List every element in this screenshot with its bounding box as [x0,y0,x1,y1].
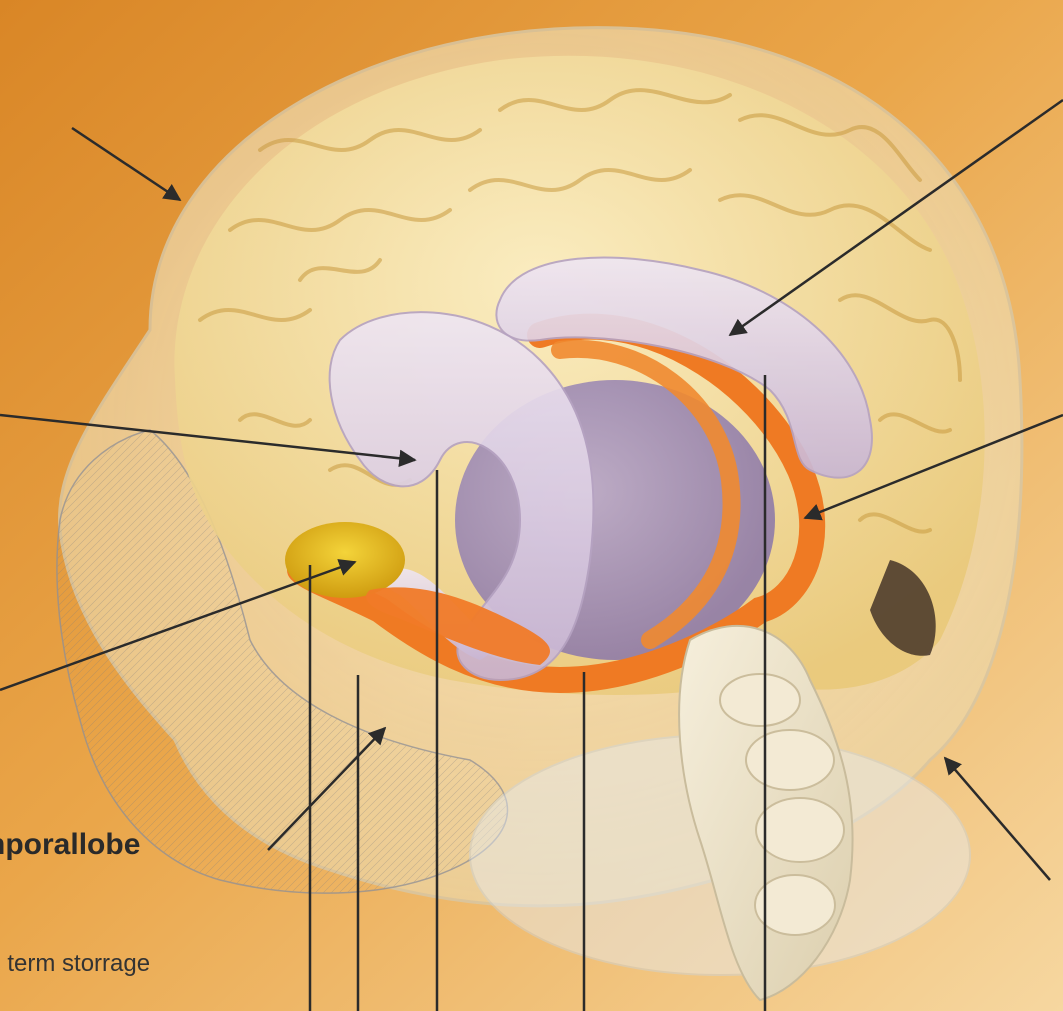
storage-label: ng term storrage [0,950,150,978]
temporal-lobe-label: emporallobe [0,828,140,862]
amygdala [285,522,405,598]
